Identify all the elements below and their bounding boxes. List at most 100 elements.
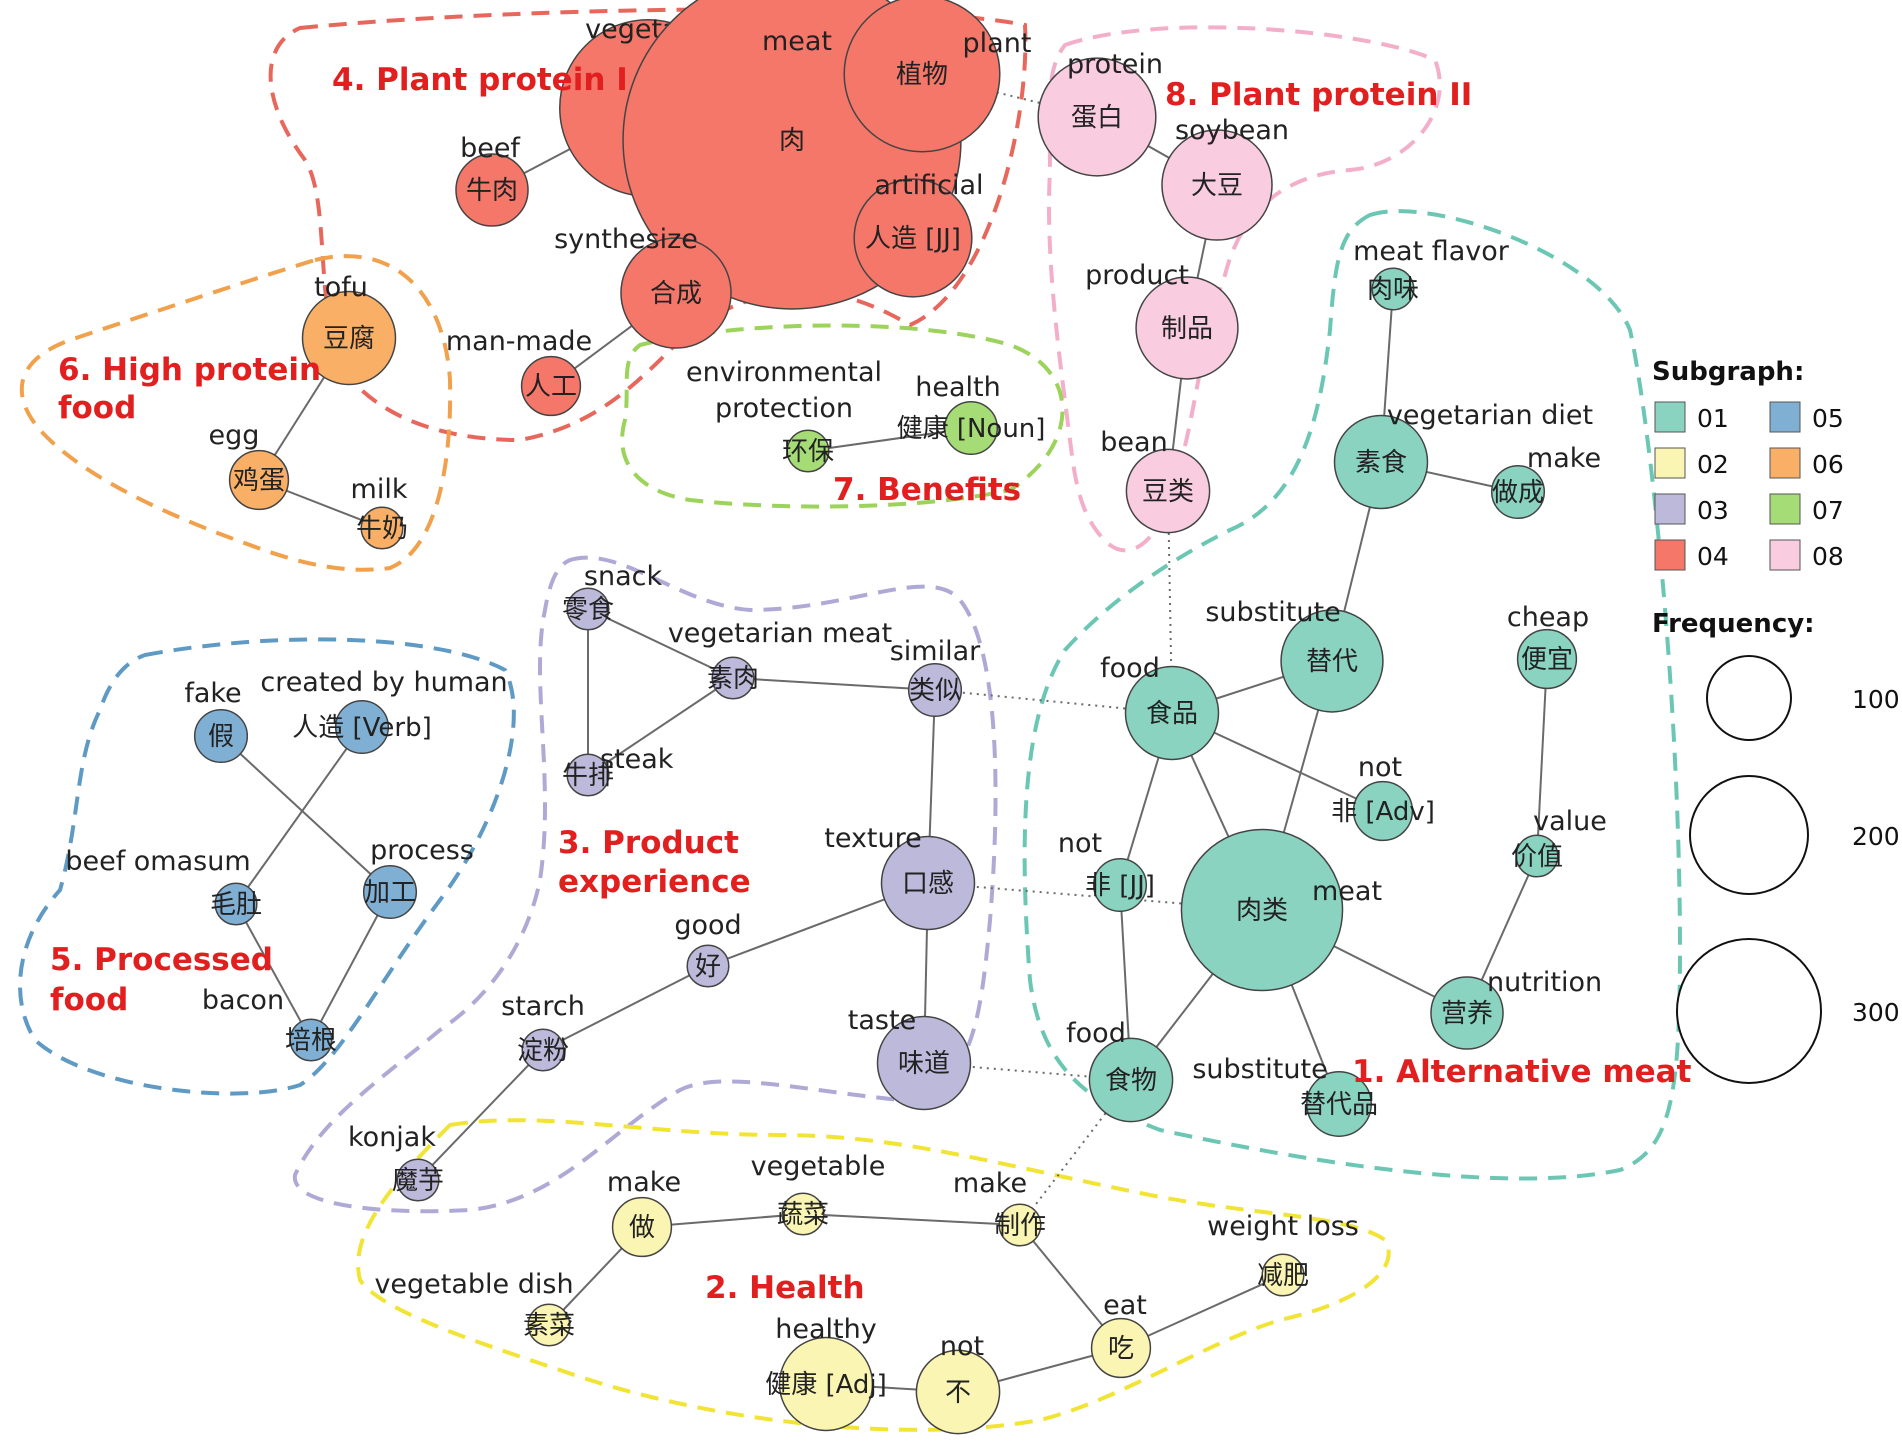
legend-swatch-04 (1654, 539, 1686, 571)
node-artif4: 人造 [JJ]artificial (853, 170, 984, 298)
node-label-en-omasum5: beef omasum (65, 846, 250, 877)
legend-swatch-label-04: 04 (1697, 542, 1729, 571)
node-label-en-meat4: meat (762, 26, 832, 57)
node-circle-texture3 (880, 835, 976, 931)
legend-swatch-03 (1654, 493, 1686, 525)
node-label-zh-product8: 制品 (1161, 314, 1213, 344)
node-circle-substp1 (1306, 1071, 1372, 1137)
node-label-zh-taste3: 味道 (898, 1049, 950, 1079)
node-label-en-starch3: starch (501, 991, 585, 1022)
node-label-zh-plant4: 植物 (896, 60, 948, 90)
node-label-en-eat2: eat (1103, 1290, 1147, 1321)
node-label-zh-vegdiet1: 素食 (1355, 448, 1407, 478)
node-product8: 制品 product (1085, 260, 1239, 380)
node-label-en-taste3: taste (848, 1005, 916, 1036)
node-circle-notjj1 (1092, 857, 1148, 913)
node-label-en2-env7: protection (715, 393, 853, 424)
node-circle-vegdish2 (527, 1303, 571, 1347)
node-label-en-wloss2: weight loss (1207, 1211, 1359, 1242)
legend-swatch-label-03: 03 (1697, 496, 1729, 525)
legend-swatch-label-05: 05 (1812, 404, 1844, 433)
node-label-zh-soy8: 大豆 (1191, 171, 1243, 201)
boundary-product-experience (292, 555, 998, 1214)
node-label-zh-foodstuff1: 食物 (1105, 1066, 1157, 1096)
node-circle-make1 (1490, 464, 1546, 520)
node-label-zh-meatflav1: 肉味 (1367, 275, 1419, 305)
node-circle-synth4 (620, 237, 732, 349)
edge-dotted-foodstuff1-makep2 (1019, 1079, 1132, 1226)
node-label-zh-synth4: 合成 (650, 279, 702, 309)
node-circle-foodstuff1 (1088, 1037, 1174, 1123)
node-circle-taste3 (876, 1015, 972, 1111)
node-label-en-protein8: protein (1067, 49, 1163, 80)
node-label-en-healthy2: healthy (775, 1314, 876, 1345)
legend-size-label-200: 200 (1852, 822, 1900, 851)
legend-size-circle-300 (1676, 938, 1822, 1084)
legend-swatch-08 (1769, 539, 1801, 571)
edge-vegmeat3-steak3 (587, 677, 734, 776)
node-label-en-env7: environmental (686, 357, 882, 388)
edge-starch3-konjak3 (417, 1049, 544, 1181)
legend-subgraph-title: Subgraph: (1652, 357, 1804, 387)
node-circle-bean8 (1125, 448, 1211, 534)
legend-size-circle-100 (1706, 655, 1792, 741)
node-label-zh-env7: 环保 (782, 437, 834, 467)
node-label-zh-good3: 好 (695, 952, 721, 982)
legend-frequency-title: Frequency: (1652, 609, 1815, 639)
node-label-zh-vegmeat3: 素肉 (707, 664, 759, 694)
node-circle-healthy2 (778, 1336, 874, 1432)
group-label-health: 2. Health (705, 1270, 865, 1306)
group-label-high-protein-food-line2: food (58, 390, 136, 426)
node-label-en-konjak3: konjak (348, 1122, 436, 1153)
node-label-en-product8: product (1085, 260, 1189, 291)
node-circle-plant4 (843, 0, 1001, 153)
edge-snack3-vegmeat3 (587, 608, 734, 679)
node-label-en-tofu6: tofu (314, 272, 368, 303)
node-label-en-cheap1: cheap (1507, 602, 1589, 633)
group-label-high-protein-food-line1: 6. High protein (58, 352, 321, 388)
node-circle-artif4 (853, 178, 973, 298)
node-circle-vegdiet1 (1333, 414, 1429, 510)
node-label-en-makep2: make (953, 1168, 1027, 1199)
node-label-zh-konjak3: 魔芋 (392, 1166, 444, 1196)
node-circle-health7 (943, 400, 999, 456)
edge-vegetable2-makep2 (802, 1213, 1021, 1226)
node-label-en-bacon5: bacon (202, 985, 284, 1016)
node-circle-created5 (334, 699, 390, 755)
node-label-en-not2: not (940, 1331, 984, 1362)
node-label-en-process5: process (370, 835, 474, 866)
node-circle-protein8 (1037, 57, 1157, 177)
node-label-en-value1: value (1533, 806, 1607, 837)
boundary-plant-protein-2 (1047, 25, 1442, 553)
legend-swatch-label-06: 06 (1812, 450, 1844, 479)
node-label-zh-eat2: 吃 (1108, 1334, 1134, 1364)
boundary-processed-food (18, 637, 516, 1096)
legend-swatch-01 (1654, 401, 1686, 433)
node-circle-make2 (611, 1196, 673, 1258)
node-label-en-substp1: substitute (1192, 1054, 1327, 1085)
node-label-zh-meat4: 肉 (779, 126, 805, 156)
group-labels: 4. Plant protein I 8. Plant protein II 6… (50, 62, 1692, 1306)
legend-swatch-label-01: 01 (1697, 404, 1729, 433)
node-circle-notadv1 (1352, 780, 1414, 842)
edge-omasum5-created5 (235, 726, 363, 905)
node-label-en-vegdish2: vegetable dish (374, 1269, 573, 1300)
node-circle-wloss2 (1261, 1253, 1305, 1297)
